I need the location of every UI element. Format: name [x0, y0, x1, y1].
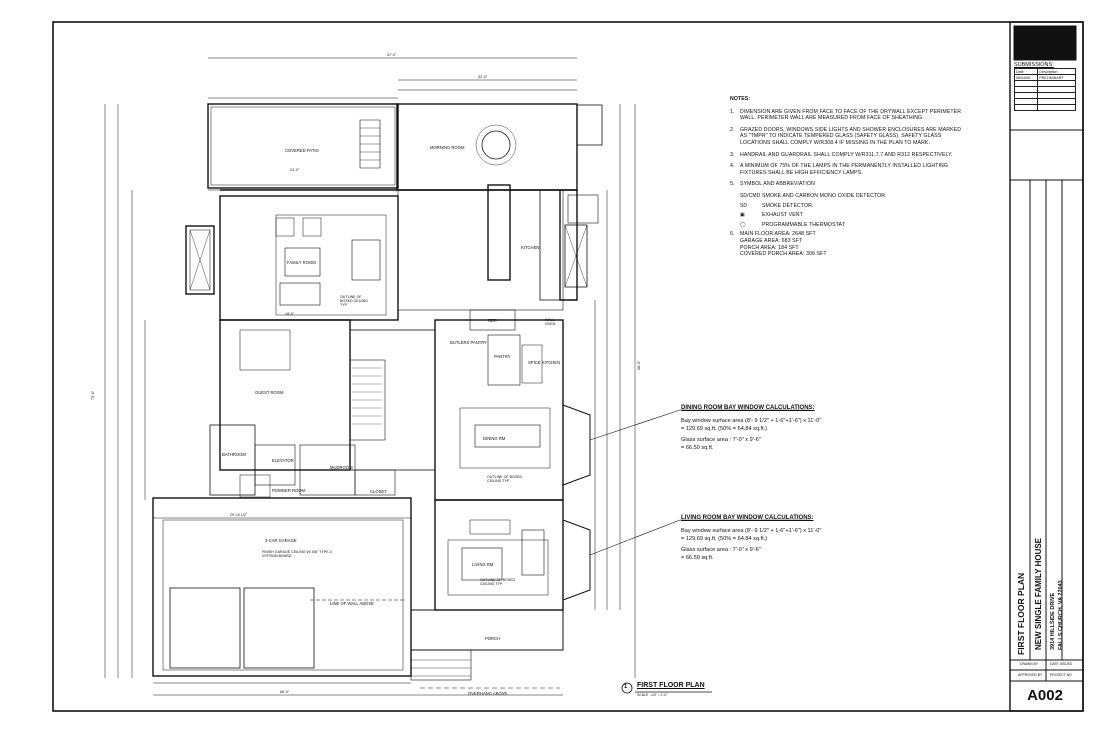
dim-family-w: 18'-0" — [285, 312, 295, 316]
label-elevator: ELEVATOR — [272, 458, 294, 463]
drawn-by: DRAWN BY — [1020, 662, 1039, 666]
label-overhang: OVERHANG ABOVE — [468, 691, 508, 696]
plan-number: 1 — [624, 684, 628, 690]
date-issued: DATE ISSUED — [1050, 662, 1073, 666]
dim-garage-w: 29'-10 1/2" — [230, 513, 248, 517]
label-bathroom: BATHROOM — [222, 452, 246, 457]
label-boxed-ceiling-living: OUTLINE OF BOXED CEILING TYP — [480, 578, 516, 586]
exhaust-vent-icon: ▣ — [740, 212, 745, 219]
approved-by: APPROVED BY — [1018, 673, 1043, 677]
sheet-number: A002 — [1027, 686, 1063, 704]
label-family-room: FAMILY ROOM — [287, 260, 316, 265]
label-spice-kitchen: SPICE KITCHEN — [528, 360, 561, 365]
living-bay-calc: LIVING ROOM BAY WINDOW CALCULATIONS: Bay… — [681, 515, 822, 561]
label-wall-oven: WALL OVEN — [545, 318, 556, 326]
project-address-2: FALLS CHURCH, VA 22043 — [1058, 580, 1064, 650]
label-line-of-wall: LINE OF WALL ABOVE — [330, 601, 374, 606]
plan-scale: SCALE : 1/4" = 1'-0" — [637, 693, 668, 697]
label-boxed-ceiling-dining: OUTLINE OF BOXED CEILING TYP — [487, 475, 523, 483]
dim-patio-w: 24'-0" — [290, 168, 300, 172]
title-block — [1009, 21, 1084, 712]
thermostat-icon: ◯ — [740, 221, 746, 228]
label-boxed-ceiling-family: OUTLINE OF BOXED CEILING TYP — [340, 295, 368, 307]
plan-title: FIRST FLOOR PLAN — [637, 682, 705, 689]
note-item: 2.GRAZED DOORS, WINDOWS SIDE LIGHTS AND … — [730, 126, 962, 146]
dim-left-overall: 79'-0" — [91, 390, 95, 400]
label-pantry: PANTRY — [494, 354, 511, 359]
label-dining-rm: DINING RM — [483, 436, 506, 441]
dim-right-overall: 68'-0" — [637, 360, 641, 370]
label-powder-room: POWDER ROOM — [272, 488, 306, 493]
dining-bay-calc: DINING ROOM BAY WINDOW CALCULATIONS: Bay… — [681, 405, 822, 451]
label-garage-ceiling: FINISH GARAGE CEILING W/ 5/8" TYPE-X GYP… — [262, 550, 333, 558]
label-butlers-pantry: BUTLERS PANTRY — [450, 340, 488, 345]
note-item-areas: 6. MAIN FLOOR AREA: 2648 SFT GARAGE AREA… — [730, 231, 827, 258]
label-guest-room: GUEST ROOM — [255, 390, 284, 395]
note-item: 5.SYMBOL AND ABBREVIATION — [730, 181, 815, 188]
sheet-title: FIRST FLOOR PLAN — [1016, 572, 1026, 655]
label-mudroom: MUDROOM — [330, 465, 353, 470]
label-covered-patio: COVERED PATIO — [285, 148, 319, 153]
symbol-exhaust: ▣EXHAUST VENT — [740, 212, 803, 219]
label-garage: 3-CAR GARAGE — [265, 538, 297, 543]
project-address-1: 3914 HILLSIDE DRIVE — [1050, 592, 1056, 650]
project-name: NEW SINGLE FAMILY HOUSE — [1034, 537, 1043, 650]
note-item: 3.HANDRAIL AND GUARDRAIL SHALL COMPLY W/… — [730, 151, 953, 158]
label-ref: REF. — [488, 318, 498, 323]
dim-top2: 32'-0" — [478, 75, 488, 79]
title-block-logo — [1013, 25, 1077, 61]
notes-heading: NOTES: — [730, 96, 751, 102]
note-item: 1.DIMENSION ARE GIVEN FROM FACE TO FACE … — [730, 108, 962, 122]
floor-plan-drawing — [104, 57, 810, 696]
notes-block: NOTES: 1.DIMENSION ARE GIVEN FROM FACE T… — [730, 96, 965, 263]
label-porch: PORCH — [485, 636, 501, 641]
label-closet: CLOSET — [370, 489, 387, 494]
symbol-thermostat: ◯PROGRAMMABLE THERMOSTAT — [740, 221, 846, 228]
submissions-title: SUBMISSIONS: — [1014, 62, 1054, 68]
label-living-rm: LIVING RM — [472, 562, 494, 567]
dim-bottom: 68'-0" — [280, 690, 290, 694]
label-morning-room: MORNING ROOM — [430, 145, 465, 150]
project-no: PROJECT NO — [1050, 673, 1072, 677]
label-kitchen: KITCHEN — [521, 245, 540, 250]
dim-top-overall: 47'-0" — [387, 53, 397, 57]
note-item: 4.A MINIMUM OF 75% OF THE LAMPS IN THE P… — [730, 163, 948, 176]
